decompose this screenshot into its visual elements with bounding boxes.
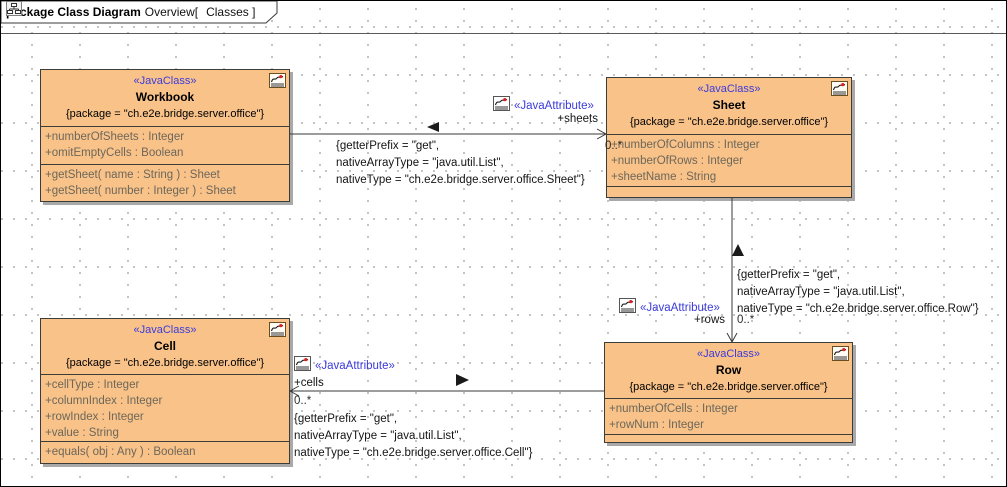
class-name: Cell: [153, 339, 176, 353]
class-sheet[interactable]: «JavaClass» Sheet {package = "ch.e2e.bri…: [606, 77, 852, 198]
attribute-row[interactable]: +cellType : Integer: [45, 379, 140, 391]
association-rows-stereotype[interactable]: «JavaAttribute»: [619, 298, 720, 318]
annotation-pen-icon: [832, 346, 849, 366]
attribute-row[interactable]: +numberOfSheets : Integer: [45, 131, 185, 143]
annotation-pen-icon: [294, 356, 311, 376]
class-workbook[interactable]: «JavaClass» Workbook {package = "ch.e2e.…: [40, 69, 290, 202]
frame-divider: [1, 33, 1006, 34]
association-sheets-stereotype[interactable]: «JavaAttribute»: [493, 96, 594, 116]
diagram-context-label: Classes ]: [206, 4, 256, 19]
package-constraint: {package = "ch.e2e.bridge.server.office"…: [629, 381, 828, 393]
operation-row[interactable]: +getSheet( number : Integer ) : Sheet: [45, 185, 236, 197]
stereotype-label: «JavaClass»: [133, 75, 197, 87]
class-row[interactable]: «JavaClass» Row {package = "ch.e2e.bridg…: [604, 342, 853, 443]
class-cell[interactable]: «JavaClass» Cell {package = "ch.e2e.brid…: [40, 318, 290, 464]
attribute-row[interactable]: +numberOfCells : Integer: [609, 403, 738, 415]
class-name: Row: [715, 363, 742, 377]
association-cells-stereotype[interactable]: «JavaAttribute»: [294, 356, 395, 376]
stereotype-label: «JavaClass»: [133, 324, 197, 336]
attribute-row[interactable]: +value : String: [45, 427, 119, 439]
annotation-pen-icon: [269, 322, 286, 342]
attribute-row[interactable]: +columnIndex : Integer: [45, 395, 163, 407]
class-name: Workbook: [135, 90, 195, 104]
diagram-name-label: Overview[: [144, 4, 199, 19]
annotation-pen-icon: [493, 96, 510, 116]
association-rows-role[interactable]: +rows: [694, 314, 725, 326]
package-constraint: {package = "ch.e2e.bridge.server.office"…: [65, 357, 265, 369]
attribute-row[interactable]: +numberOfRows : Integer: [611, 155, 743, 167]
association-sheets-constraint[interactable]: {getterPrefix = "get", nativeArrayType =…: [336, 140, 585, 186]
stereotype-label: «JavaClass»: [697, 83, 761, 95]
package-constraint: {package = "ch.e2e.bridge.server.office"…: [629, 116, 829, 128]
association-sheets-multiplicity[interactable]: 0..*: [605, 140, 623, 152]
attribute-row[interactable]: +rowNum : Integer: [609, 419, 704, 431]
annotation-pen-icon: [269, 73, 286, 93]
attribute-row[interactable]: +omitEmptyCells : Boolean: [45, 147, 184, 159]
diagram-heading-tab: package Class Diagram Overview[ Classes …: [1, 1, 278, 24]
package-constraint: {package = "ch.e2e.bridge.server.office"…: [65, 108, 265, 120]
association-cells-constraint[interactable]: {getterPrefix = "get", nativeArrayType =…: [294, 413, 533, 459]
attribute-row[interactable]: +numberOfColumns : Integer: [611, 139, 760, 151]
association-rows-constraint[interactable]: {getterPrefix = "get", nativeArrayType =…: [737, 269, 979, 315]
operation-row[interactable]: +getSheet( name : String ) : Sheet: [45, 169, 220, 181]
attribute-row[interactable]: +rowIndex : Integer: [45, 411, 144, 423]
class-name: Sheet: [712, 98, 746, 112]
diagram-kind-label: package Class Diagram: [6, 4, 141, 19]
association-cells-multiplicity[interactable]: 0..*: [294, 395, 312, 407]
attribute-row[interactable]: +sheetName : String: [611, 171, 717, 183]
annotation-pen-icon: [619, 298, 636, 318]
stereotype-label: «JavaClass»: [697, 348, 760, 360]
association-cells[interactable]: [288, 374, 604, 397]
heading-tab-shape: [1, 1, 278, 24]
association-cells-role[interactable]: +cells: [294, 377, 324, 389]
annotation-pen-icon: [831, 81, 848, 101]
operation-row[interactable]: +equals( obj : Any ) : Boolean: [45, 446, 196, 458]
association-sheets-role[interactable]: +sheets: [557, 113, 598, 125]
association-rows-multiplicity[interactable]: 0..*: [737, 314, 755, 326]
